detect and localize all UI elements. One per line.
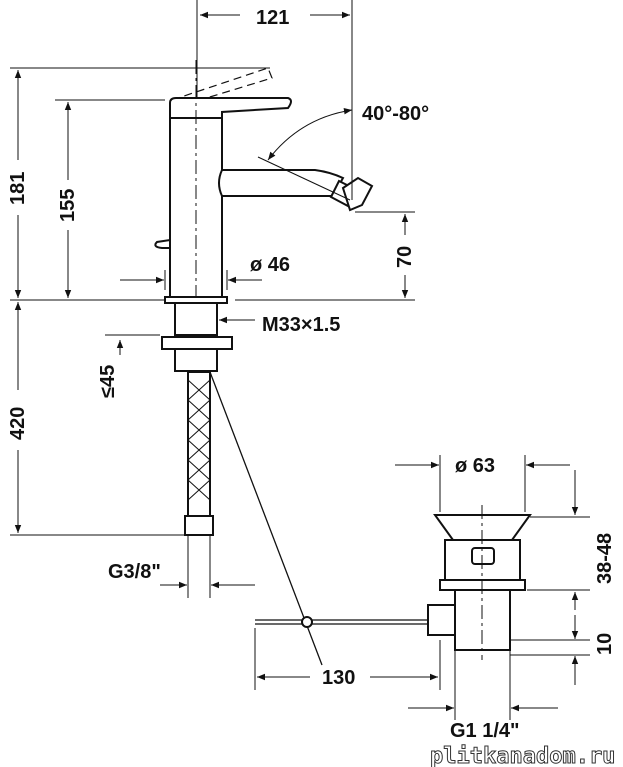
dim-70-label: 70 xyxy=(394,246,416,268)
hose xyxy=(184,371,214,536)
max-45-label: ≤45 xyxy=(97,365,119,398)
dim-420-label: 420 xyxy=(7,407,29,440)
diameter-46-label: ø 46 xyxy=(250,254,290,276)
dim-130-label: 130 xyxy=(322,667,355,689)
thread-g114-label: G1 1/4" xyxy=(450,720,520,742)
dim-181-label: 181 xyxy=(7,172,29,205)
thread-m33-label: M33×1.5 xyxy=(262,314,340,336)
watermark: plitkanadom.ru xyxy=(430,744,615,767)
pull-rod xyxy=(209,371,430,666)
dim-121-label: 121 xyxy=(256,7,289,29)
dim-155-label: 155 xyxy=(57,189,79,222)
range-38-48-label: 38-48 xyxy=(594,533,616,584)
dimension-lines xyxy=(10,0,590,720)
angle-label: 40°-80° xyxy=(362,103,429,125)
thread-g38-label: G3/8" xyxy=(108,561,161,583)
diameter-63-label: ø 63 xyxy=(455,455,495,477)
pop-up-waste xyxy=(427,505,532,660)
mixer xyxy=(154,60,374,380)
dim-10-label: 10 xyxy=(594,633,616,655)
